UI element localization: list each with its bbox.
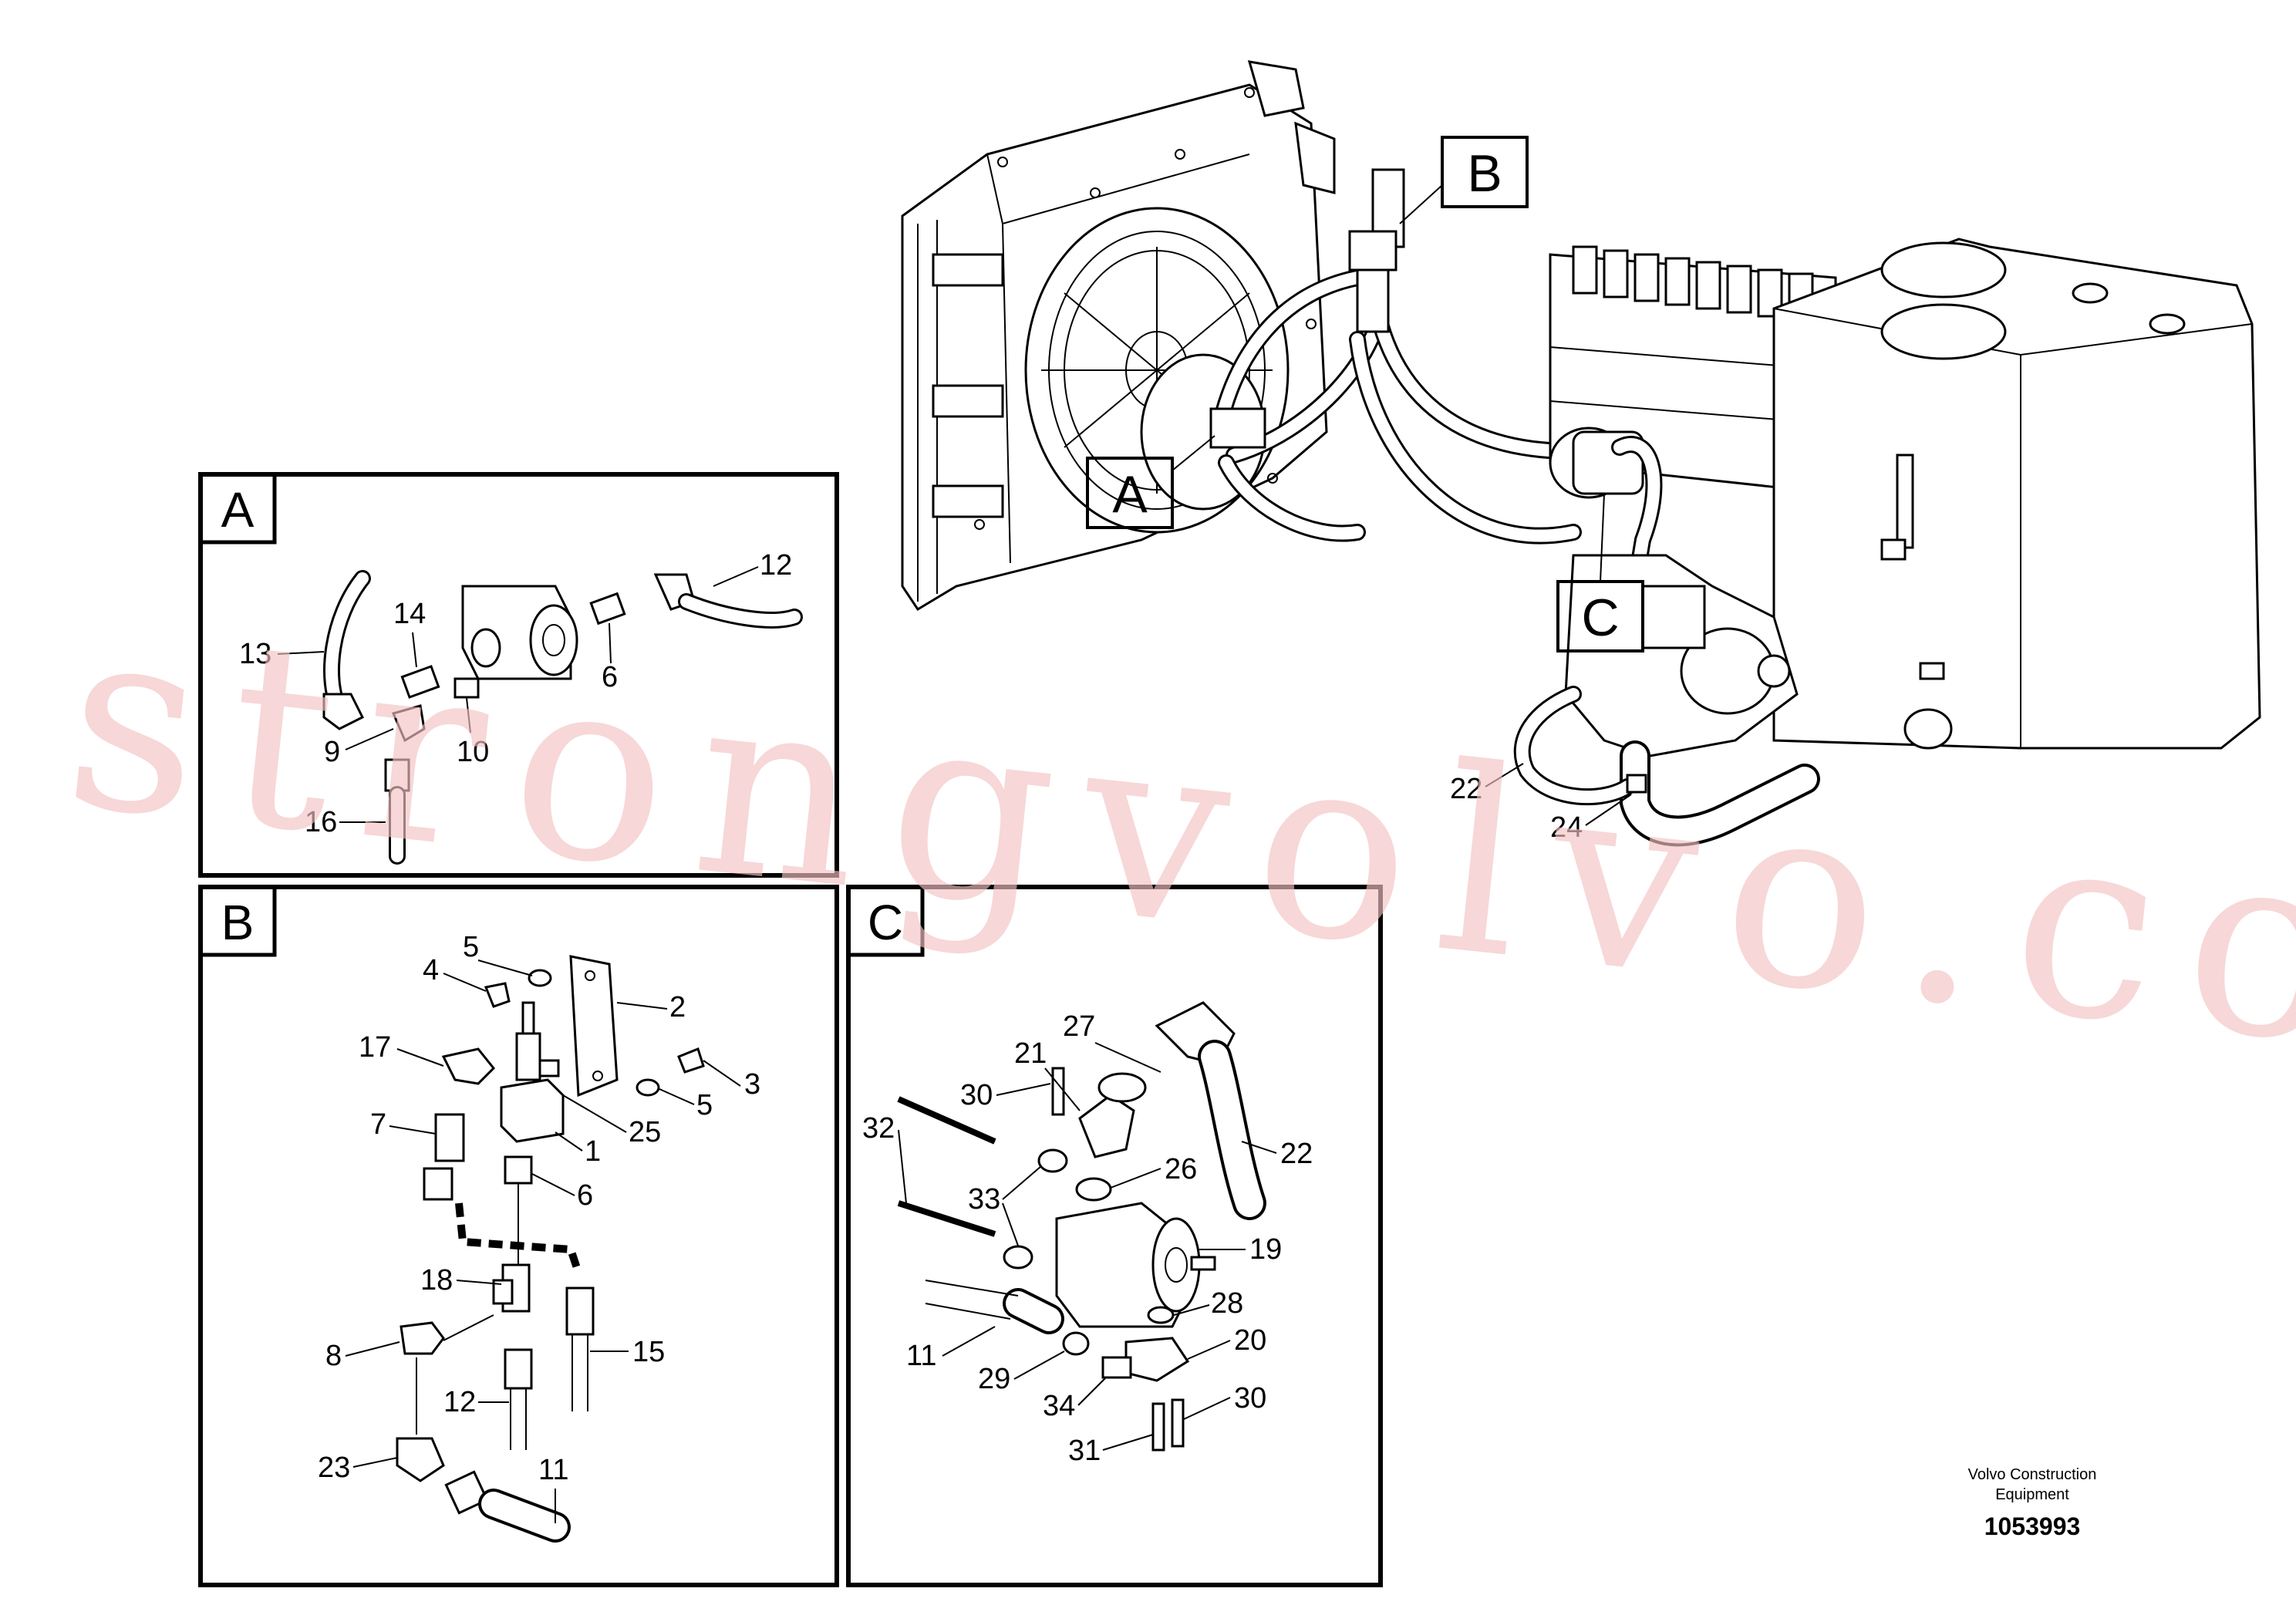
- footer: Volvo Construction Equipment 1053993: [1968, 1466, 2097, 1540]
- label-30: 30: [960, 1079, 993, 1111]
- overview-callout-a[interactable]: A: [1086, 435, 1215, 529]
- label-7: 7: [370, 1108, 386, 1141]
- label-33: 33: [968, 1183, 1000, 1216]
- label-1: 1: [585, 1135, 601, 1168]
- panel-c: C 27: [846, 885, 1383, 1587]
- panel-a-letter: A: [221, 482, 255, 538]
- callout-b-letter: B: [1467, 144, 1502, 203]
- label-21: 21: [1014, 1037, 1047, 1070]
- overview-callout-b[interactable]: B: [1399, 136, 1529, 224]
- label-12: 12: [760, 549, 792, 582]
- label-4: 4: [423, 954, 439, 986]
- label-20: 20: [1234, 1324, 1266, 1357]
- panel-b: B: [198, 885, 839, 1587]
- label-5b: 5: [696, 1089, 713, 1121]
- label-14: 14: [393, 598, 426, 630]
- label-34: 34: [1043, 1390, 1075, 1422]
- label-9: 9: [324, 736, 340, 768]
- label-6: 6: [602, 661, 618, 693]
- overview-label-24: 24: [1550, 794, 1632, 844]
- label-23: 23: [318, 1452, 350, 1484]
- label-3: 3: [744, 1068, 760, 1101]
- label-13: 13: [239, 638, 271, 670]
- panel-a: A 13 14 9 10 6 12 16: [198, 472, 839, 878]
- svg-text:22: 22: [1450, 773, 1482, 805]
- label-12: 12: [443, 1386, 476, 1418]
- label-25: 25: [629, 1116, 661, 1148]
- label-17: 17: [359, 1031, 391, 1064]
- label-6: 6: [577, 1179, 593, 1212]
- panel-b-letter: B: [221, 895, 255, 950]
- label-29: 29: [978, 1363, 1010, 1395]
- label-11: 11: [538, 1454, 568, 1486]
- company-line-2: Equipment: [1995, 1486, 2069, 1503]
- label-28: 28: [1211, 1287, 1243, 1320]
- label-27: 27: [1063, 1010, 1095, 1043]
- label-18: 18: [420, 1264, 453, 1297]
- label-32: 32: [862, 1112, 895, 1145]
- overview-label-22: 22: [1450, 763, 1524, 805]
- drawing-number: 1053993: [1984, 1512, 2081, 1540]
- label-11: 11: [906, 1340, 936, 1372]
- label-22: 22: [1280, 1138, 1313, 1170]
- overview-illustration: [901, 60, 2261, 847]
- label-2: 2: [669, 991, 686, 1023]
- company-line-1: Volvo Construction: [1968, 1466, 2097, 1483]
- label-15: 15: [632, 1336, 665, 1368]
- callout-c-letter: C: [1581, 588, 1619, 647]
- label-5a: 5: [463, 931, 479, 963]
- label-31: 31: [1068, 1435, 1101, 1467]
- svg-text:24: 24: [1550, 811, 1583, 844]
- label-30b: 30: [1234, 1382, 1266, 1415]
- callout-a-letter: A: [1112, 465, 1148, 524]
- panel-c-letter: C: [868, 895, 903, 950]
- overview-callout-c[interactable]: C: [1556, 493, 1644, 653]
- label-16: 16: [305, 806, 337, 838]
- label-8: 8: [325, 1340, 342, 1372]
- label-26: 26: [1165, 1153, 1197, 1185]
- label-10: 10: [457, 736, 489, 768]
- label-19: 19: [1249, 1233, 1282, 1266]
